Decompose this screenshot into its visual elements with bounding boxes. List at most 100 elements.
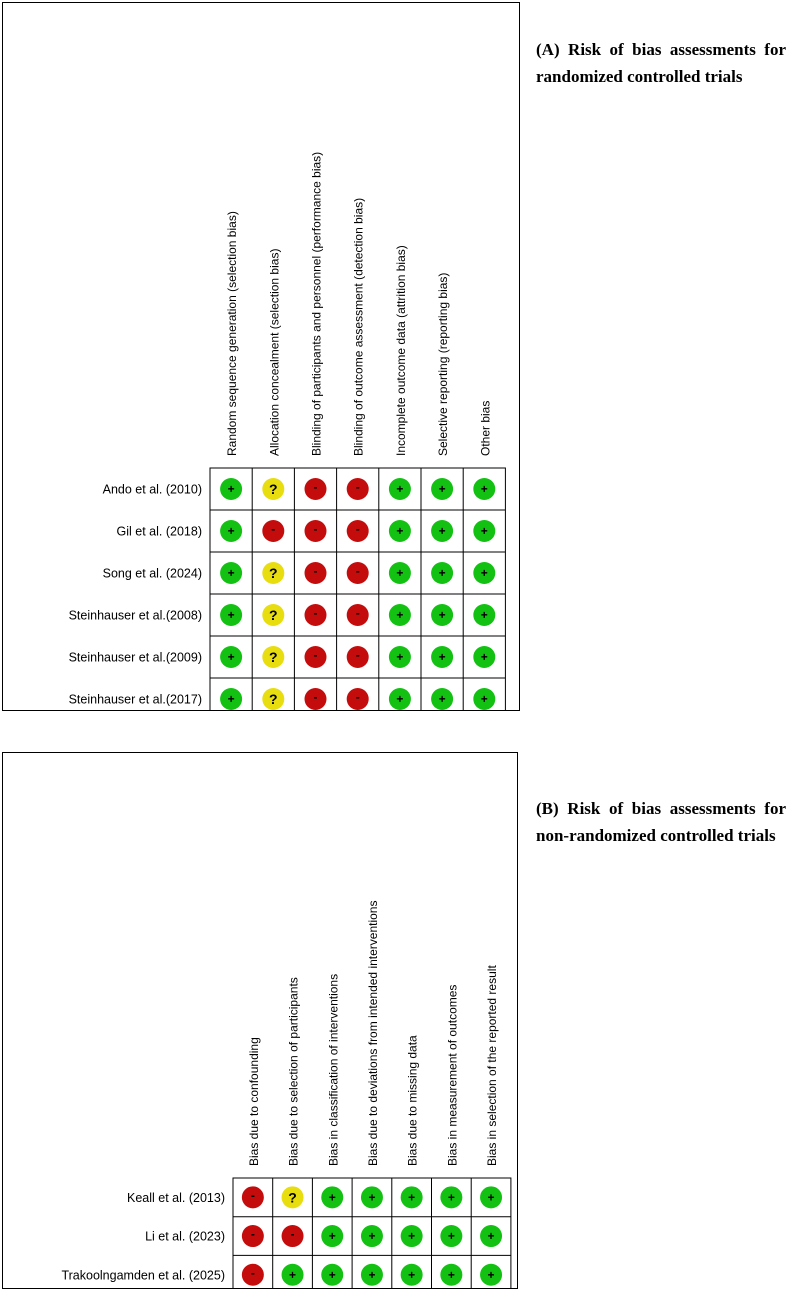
rating-symbol: + [396,482,403,496]
low-risk-mark [473,646,496,668]
rating-symbol: + [368,1190,375,1204]
domain-label: Other bias [478,401,492,456]
high-risk-mark [304,688,327,710]
low-risk-mark [473,562,496,584]
rating-symbol: ? [288,1189,297,1205]
unclear-risk-mark [262,688,285,710]
high-risk-mark [304,646,327,668]
study-label: Steinhauser et al.(2008) [69,609,202,623]
study-label: Keall et al. (2013) [127,1191,225,1205]
low-risk-mark [431,478,454,500]
low-risk-mark [480,1225,503,1248]
rating-symbol: + [481,482,488,496]
high-risk-mark [304,520,327,542]
rating-symbol: + [289,1268,296,1282]
low-risk-mark [473,604,496,626]
rating-symbol: - [271,522,275,536]
rating-symbol: + [481,692,488,706]
low-risk-mark [473,688,496,710]
rating-symbol: - [314,690,318,704]
domain-label: Random sequence generation (selection bi… [225,211,239,456]
rating-symbol: + [228,566,235,580]
rating-symbol: - [356,480,360,494]
domain-label: Bias in classification of interventions [326,974,340,1166]
low-risk-mark [431,646,454,668]
low-risk-mark [220,688,243,710]
rating-symbol: + [329,1229,336,1243]
high-risk-mark [241,1263,264,1286]
study-label: Steinhauser et al.(2017) [69,693,202,707]
study-label: Song et al. (2024) [103,567,202,581]
domain-label: Bias due to missing data [406,1035,420,1166]
domain-label: Bias in measurement of outcomes [445,985,459,1166]
study-label: Gil et al. (2018) [117,525,202,539]
low-risk-mark [388,688,411,710]
rct-risk-of-bias-chart: Random sequence generation (selection bi… [69,152,506,721]
low-risk-mark [431,604,454,626]
unclear-risk-mark [262,646,285,668]
rating-symbol: - [356,606,360,620]
high-risk-mark [281,1225,304,1248]
rating-symbol: + [448,1268,455,1282]
rating-symbol: + [228,482,235,496]
low-risk-mark [220,604,243,626]
low-risk-mark [360,1263,383,1286]
low-risk-mark [388,478,411,500]
unclear-risk-mark [262,562,285,584]
grid-border [209,467,506,721]
low-risk-mark [440,1186,463,1209]
high-risk-mark [346,688,369,710]
unclear-risk-mark [262,604,285,626]
rating-symbol: - [356,564,360,578]
high-risk-mark [346,520,369,542]
rating-symbol: - [314,648,318,662]
rating-symbol: ? [269,481,278,497]
low-risk-mark [220,646,243,668]
low-risk-mark [480,1263,503,1286]
rating-symbol: + [481,650,488,664]
high-risk-mark [241,1186,264,1209]
rating-symbol: - [251,1266,255,1280]
rating-symbol: + [439,566,446,580]
rating-symbol: + [368,1229,375,1243]
high-risk-mark [346,562,369,584]
rating-symbol: + [228,650,235,664]
rct-risk-of-bias-panel: Random sequence generation (selection bi… [2,2,520,721]
nrct-panel-caption: (B) Risk of bias assessments for non-ran… [536,799,786,845]
rating-symbol: - [291,1227,295,1241]
low-risk-mark [431,688,454,710]
rating-symbol: + [368,1268,375,1282]
rating-symbol: + [448,1229,455,1243]
rating-symbol: + [396,524,403,538]
rating-symbol: + [448,1190,455,1204]
low-risk-mark [321,1263,344,1286]
high-risk-mark [346,478,369,500]
low-risk-mark [388,520,411,542]
domain-label: Allocation concealment (selection bias) [267,249,281,456]
low-risk-mark [220,478,243,500]
domain-label: Incomplete outcome data (attrition bias) [394,245,408,456]
rating-symbol: + [396,608,403,622]
rating-symbol: + [439,608,446,622]
study-label: Ando et al. (2010) [103,483,202,497]
low-risk-mark [431,520,454,542]
rating-symbol: - [314,606,318,620]
low-risk-mark [281,1263,304,1286]
rating-symbol: - [314,564,318,578]
rating-symbol: - [356,690,360,704]
rating-symbol: + [439,650,446,664]
rating-symbol: + [329,1190,336,1204]
rating-symbol: ? [269,565,278,581]
domain-label: Blinding of participants and personnel (… [310,152,324,456]
high-risk-mark [304,604,327,626]
rating-symbol: + [439,524,446,538]
rating-symbol: + [488,1268,495,1282]
rating-symbol: ? [269,649,278,665]
low-risk-mark [360,1225,383,1248]
low-risk-mark [388,646,411,668]
domain-label: Bias due to selection of participants [287,977,301,1166]
low-risk-mark [400,1186,423,1209]
high-risk-mark [262,520,285,542]
study-label: Steinhauser et al.(2009) [69,651,202,665]
